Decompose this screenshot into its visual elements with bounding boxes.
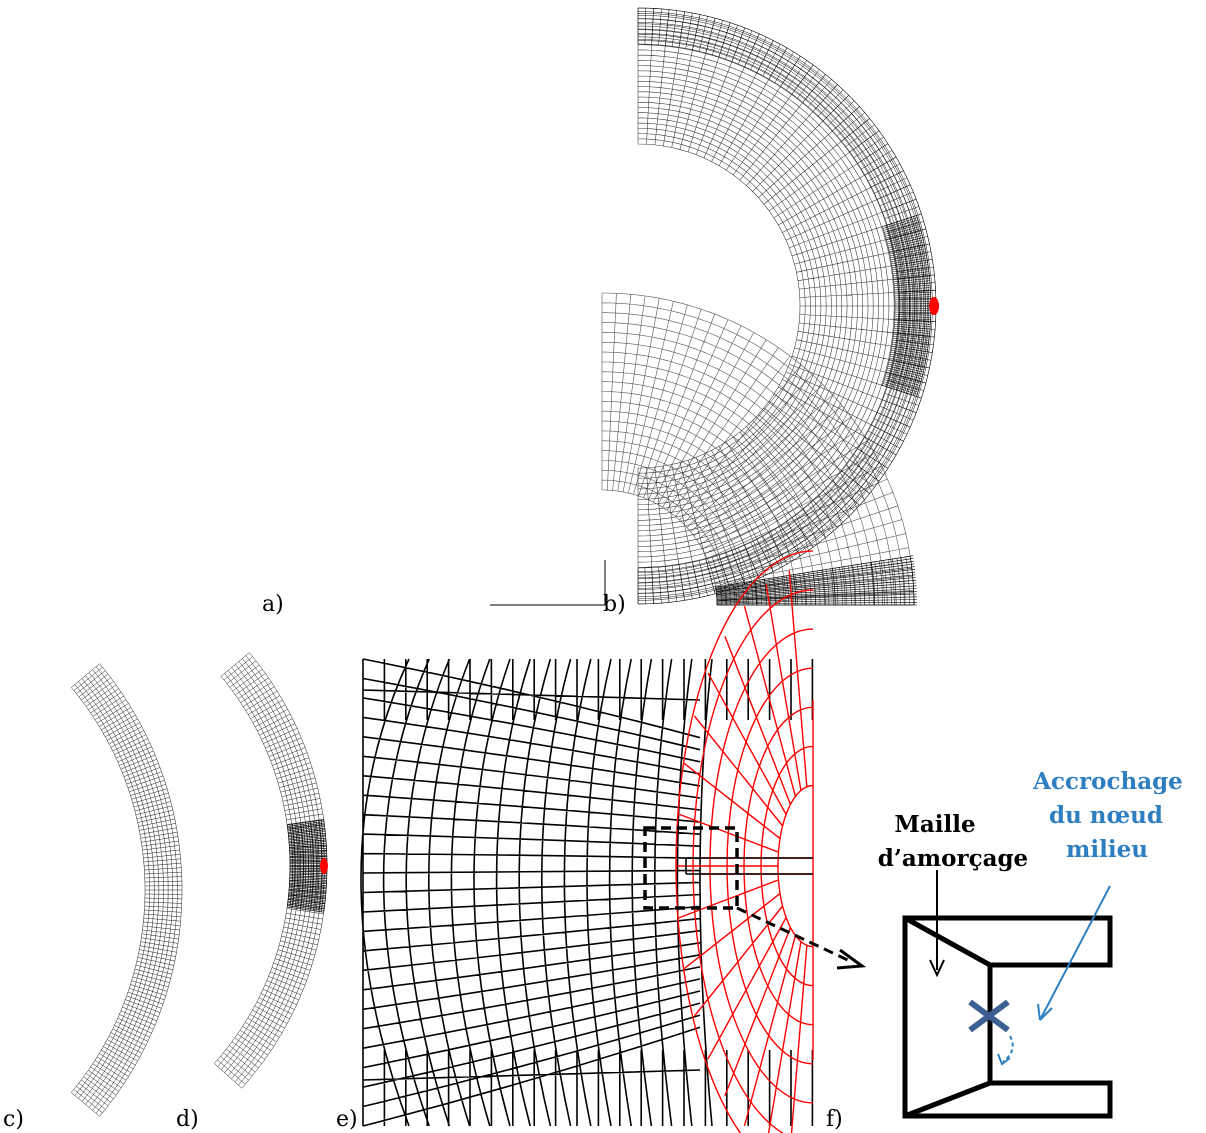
element-sketch-f bbox=[902, 870, 1113, 1119]
midnode-cross-icon bbox=[968, 999, 1010, 1033]
mesh-a-refined-rings bbox=[715, 555, 915, 606]
mesh-d-grid bbox=[214, 652, 328, 1089]
mesh-arc-d bbox=[214, 652, 328, 1089]
mesh-a-grid bbox=[601, 292, 915, 606]
zoom-box bbox=[643, 826, 739, 910]
mesh-b-grid bbox=[637, 7, 937, 605]
mesh-d-refined bbox=[286, 819, 328, 913]
midnode-move-arrow bbox=[1002, 1035, 1014, 1063]
label-c: c) bbox=[3, 1107, 24, 1132]
zoom-indicator bbox=[643, 826, 867, 970]
mesh-zoom-e bbox=[360, 550, 814, 1133]
mesh-arc-c bbox=[71, 663, 183, 1117]
zoom-arrow-line bbox=[736, 906, 853, 964]
mesh-c-grid bbox=[71, 663, 183, 1117]
element-diagonals bbox=[903, 915, 992, 1119]
mesh-e-red-zone bbox=[675, 550, 814, 1133]
accrochage-arrow bbox=[1037, 885, 1111, 1021]
crack-marker-d bbox=[320, 858, 328, 874]
mesh-e-black bbox=[360, 658, 814, 1127]
label-b: b) bbox=[603, 592, 626, 617]
accrochage-label-line1: Accrochage bbox=[1032, 768, 1183, 795]
label-f: f) bbox=[826, 1107, 843, 1132]
crack-marker-b bbox=[929, 297, 939, 315]
maille-label-line1: Maille bbox=[894, 811, 975, 838]
accrochage-label-line3: milieu bbox=[1066, 836, 1148, 863]
label-e: e) bbox=[336, 1107, 358, 1132]
label-a: a) bbox=[262, 592, 284, 617]
label-d: d) bbox=[176, 1107, 199, 1132]
mesh-quarter-ring-a bbox=[490, 292, 918, 606]
mesh-a-base bbox=[490, 560, 606, 606]
accrochage-label-line2: du nœud bbox=[1049, 802, 1163, 829]
midnode-move-arrowhead bbox=[997, 1053, 1011, 1066]
element-outline bbox=[902, 915, 1113, 1119]
crack-slit bbox=[685, 857, 813, 875]
maille-arrow bbox=[929, 870, 945, 978]
maille-label-line2: d’amorçage bbox=[878, 845, 1028, 872]
zoom-arrowhead bbox=[836, 948, 867, 970]
mesh-half-ring-b bbox=[637, 7, 939, 605]
